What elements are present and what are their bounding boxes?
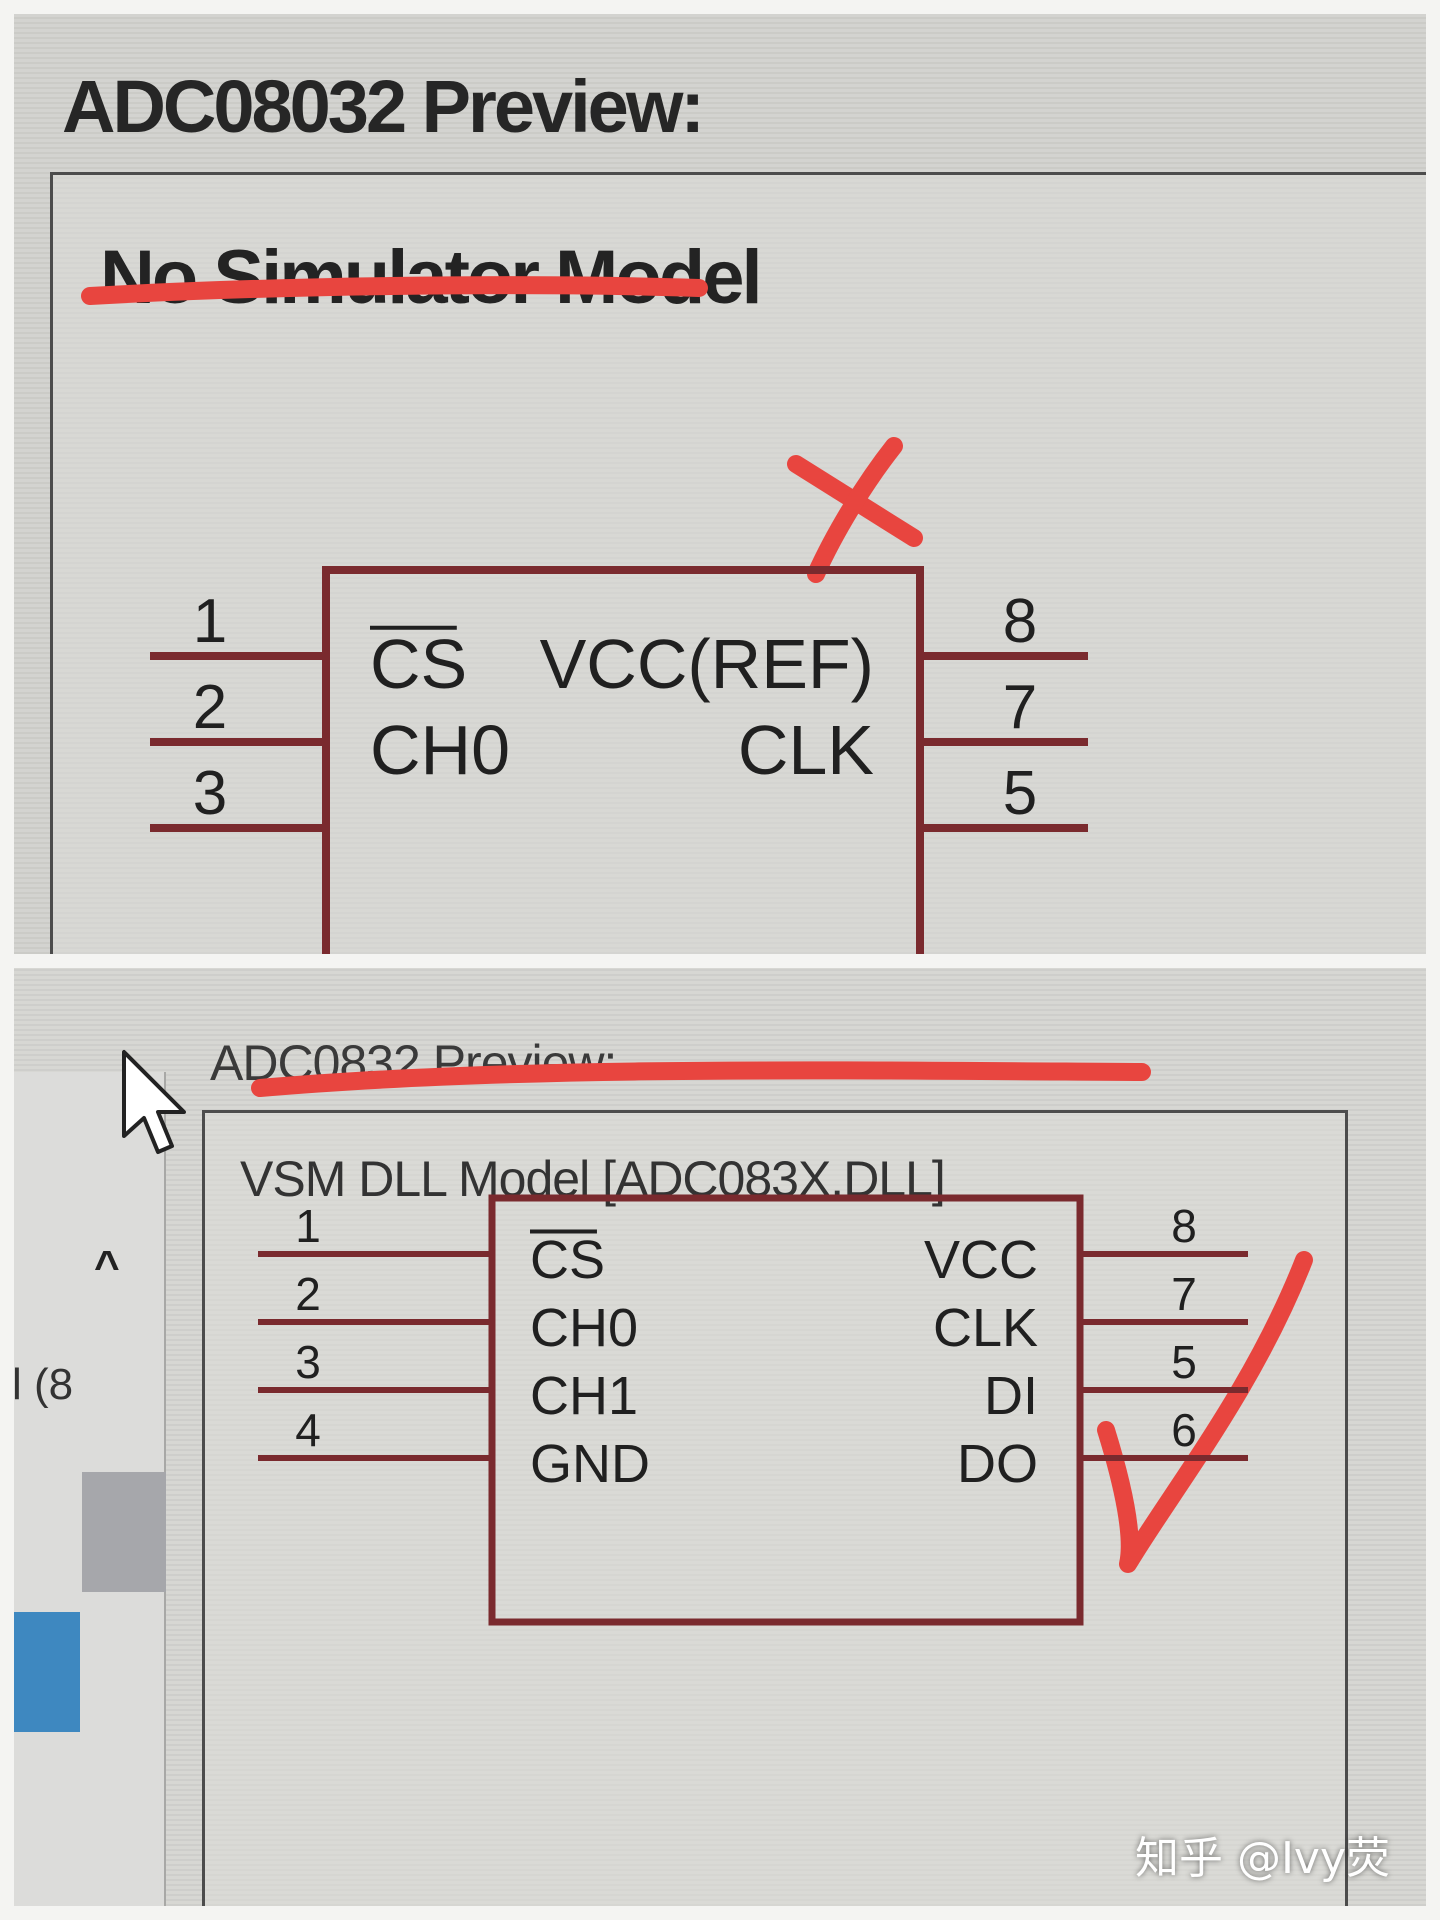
pin-number: 1: [193, 587, 227, 656]
chip-body: [322, 566, 924, 954]
pin-number: 2: [295, 1268, 321, 1320]
red-underline: [251, 1061, 1151, 1097]
component-list-panel: ^ l (8: [14, 1072, 166, 1906]
pin-number: 8: [1171, 1200, 1197, 1252]
pin-name: CH0: [530, 1298, 638, 1358]
watermark: 知乎 @Ivy荧: [1134, 1833, 1390, 1884]
pin-number: 6: [1171, 1404, 1197, 1456]
pin-number: 1: [295, 1200, 321, 1252]
pin-name: GND: [530, 1434, 650, 1494]
pin-name: CS: [370, 625, 467, 703]
check-mark-icon: [1097, 1251, 1313, 1573]
pin-name: VCC: [924, 1230, 1038, 1290]
pin-number: 3: [295, 1336, 321, 1388]
bottom-preview-photo: ^ l (8 ADC0832 Preview: VSM DLL Model [A…: [14, 968, 1426, 1906]
scrollbar-thumb[interactable]: [82, 1472, 166, 1592]
pin-name: DI: [984, 1366, 1038, 1426]
pin-number: 3: [193, 759, 227, 828]
pin-name: DO: [957, 1434, 1038, 1494]
pin-number: 8: [1003, 587, 1037, 656]
pin-name: CS: [530, 1230, 605, 1290]
chevron-up-icon[interactable]: ^: [94, 1242, 120, 1291]
pin-number: 2: [193, 673, 227, 742]
pin-number: 7: [1003, 673, 1037, 742]
list-item-text[interactable]: l (8: [14, 1360, 74, 1409]
pin-name: VCC(REF): [540, 625, 874, 703]
pin-number: 4: [295, 1404, 321, 1456]
annotation-layer: [81, 276, 923, 583]
pin-name: CH1: [530, 1366, 638, 1426]
pin-number: 7: [1171, 1268, 1197, 1320]
chip-body: [488, 1194, 1084, 1626]
preview-title: ADC08032 Preview:: [62, 65, 705, 148]
cross-mark-icon-stroke: [807, 437, 903, 583]
preview-panel: [50, 172, 1426, 954]
pin-name: CLK: [738, 711, 874, 789]
selected-list-item[interactable]: [14, 1612, 80, 1732]
pin-number: 5: [1003, 759, 1037, 828]
pin-number: 5: [1171, 1336, 1197, 1388]
pin-name: CLK: [933, 1298, 1038, 1358]
annotation-layer: [251, 1061, 1313, 1573]
mouse-pointer-icon: [122, 1050, 186, 1154]
pin-name: CH0: [370, 711, 510, 789]
red-underline: [81, 276, 708, 305]
